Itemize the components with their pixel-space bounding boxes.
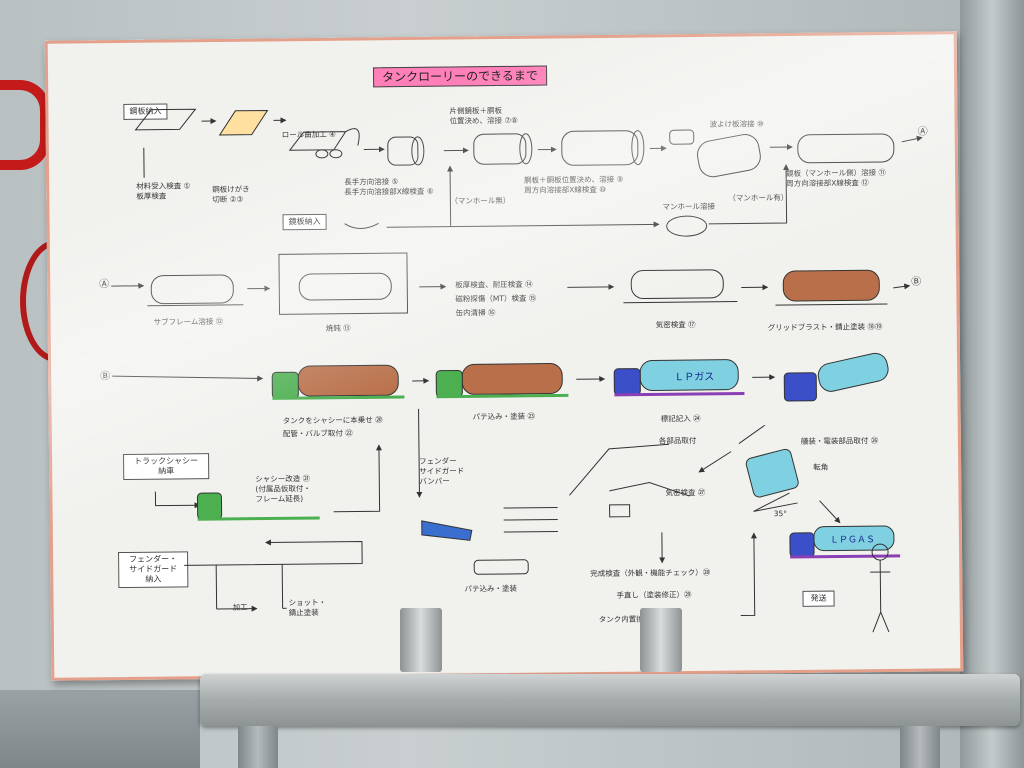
arrow-chassis-up bbox=[333, 444, 382, 513]
cab-green-3 bbox=[196, 492, 223, 520]
furnace-tank-shape bbox=[298, 272, 392, 301]
subframe-rail bbox=[147, 304, 244, 307]
process-diagram: ＬＰガス bbox=[111, 108, 923, 633]
arrow-mirror bbox=[386, 221, 660, 228]
joined-shell-end bbox=[631, 130, 645, 166]
process-board: タンクローリーのできるまで 鋼板納入 鏡板納入 トラックシャシー 納車 フェンダ… bbox=[44, 31, 964, 681]
blasted-tank-shape bbox=[782, 269, 880, 302]
guard-shape bbox=[503, 506, 558, 533]
arrow-airtight bbox=[698, 451, 732, 473]
cab-blue-1 bbox=[613, 368, 641, 396]
arrow-manhole-up bbox=[708, 164, 790, 225]
stand-leg-left bbox=[238, 726, 278, 768]
arrow-b-out bbox=[893, 283, 911, 290]
fender-shape bbox=[421, 520, 473, 541]
rolling-plate-shape bbox=[288, 131, 347, 151]
arrow-fender-flow bbox=[184, 539, 363, 566]
steel-plate-shape bbox=[134, 108, 197, 131]
mirror-shell-end bbox=[519, 133, 533, 165]
parts-line bbox=[569, 443, 669, 496]
display-rail bbox=[200, 674, 1020, 726]
arrow-fender-down bbox=[416, 408, 423, 498]
person-body bbox=[870, 560, 891, 633]
bumper-shape bbox=[473, 559, 529, 575]
mirror-shell-shape bbox=[473, 133, 527, 165]
equip-line bbox=[738, 424, 766, 444]
arrow-chassis-in bbox=[154, 491, 201, 509]
board-clip-right bbox=[640, 608, 682, 672]
baffle-shell-shape bbox=[696, 134, 761, 178]
chassis-green-3 bbox=[197, 516, 320, 521]
baffle-plate-shape bbox=[669, 129, 695, 145]
roller-2 bbox=[329, 149, 343, 159]
right-frame-post bbox=[960, 0, 1024, 768]
arrow-ship-up bbox=[740, 532, 757, 617]
board-clip-left bbox=[400, 608, 442, 672]
bottom-wall-strip bbox=[0, 690, 200, 768]
putty-tank-shape bbox=[461, 363, 563, 395]
arrow-b-in bbox=[112, 375, 264, 382]
cab-green-2 bbox=[435, 369, 463, 398]
rolled-shell-end bbox=[411, 136, 425, 166]
chassis-green-2 bbox=[436, 393, 569, 399]
subframe-tank-shape bbox=[150, 274, 234, 305]
valve-shape bbox=[609, 481, 690, 497]
lp-tank-label: ＬＰガス bbox=[674, 371, 714, 383]
mirror-plate-shape bbox=[344, 222, 379, 229]
curl-shape bbox=[345, 128, 360, 146]
valve-part bbox=[609, 504, 631, 518]
final-tank-label: ＬＰＧＡＳ bbox=[830, 535, 875, 545]
airtight-tank-shape bbox=[630, 269, 724, 300]
angle-line-1 bbox=[753, 502, 798, 512]
arrow-mirror-up bbox=[447, 165, 454, 227]
mounted-tank-shape bbox=[297, 364, 399, 397]
roller-1 bbox=[315, 149, 329, 159]
airtight-rail bbox=[623, 301, 738, 304]
arrow-to-final bbox=[819, 500, 841, 524]
stand-leg-right bbox=[900, 726, 940, 768]
furnace-shape bbox=[278, 252, 409, 315]
final-shell-shape bbox=[797, 133, 895, 164]
manhole-disc-shape bbox=[666, 215, 708, 237]
cab-blue-2 bbox=[783, 372, 817, 402]
cab-blue-3 bbox=[789, 532, 815, 558]
blast-rail bbox=[775, 303, 888, 306]
arrow-8 bbox=[901, 135, 923, 143]
angle-line-2 bbox=[753, 492, 790, 512]
joined-shell-shape bbox=[561, 130, 639, 166]
equip-tank-shape bbox=[817, 352, 889, 392]
chassis-purple-1 bbox=[614, 391, 745, 397]
tilt-tank-shape bbox=[745, 448, 799, 498]
rolled-shell-shape bbox=[387, 136, 419, 166]
cab-green-1 bbox=[271, 371, 299, 399]
chassis-purple-2 bbox=[790, 554, 901, 559]
marked-plate-shape bbox=[218, 109, 269, 136]
wall-red-letter bbox=[0, 80, 50, 170]
chassis-green-1 bbox=[272, 395, 405, 400]
